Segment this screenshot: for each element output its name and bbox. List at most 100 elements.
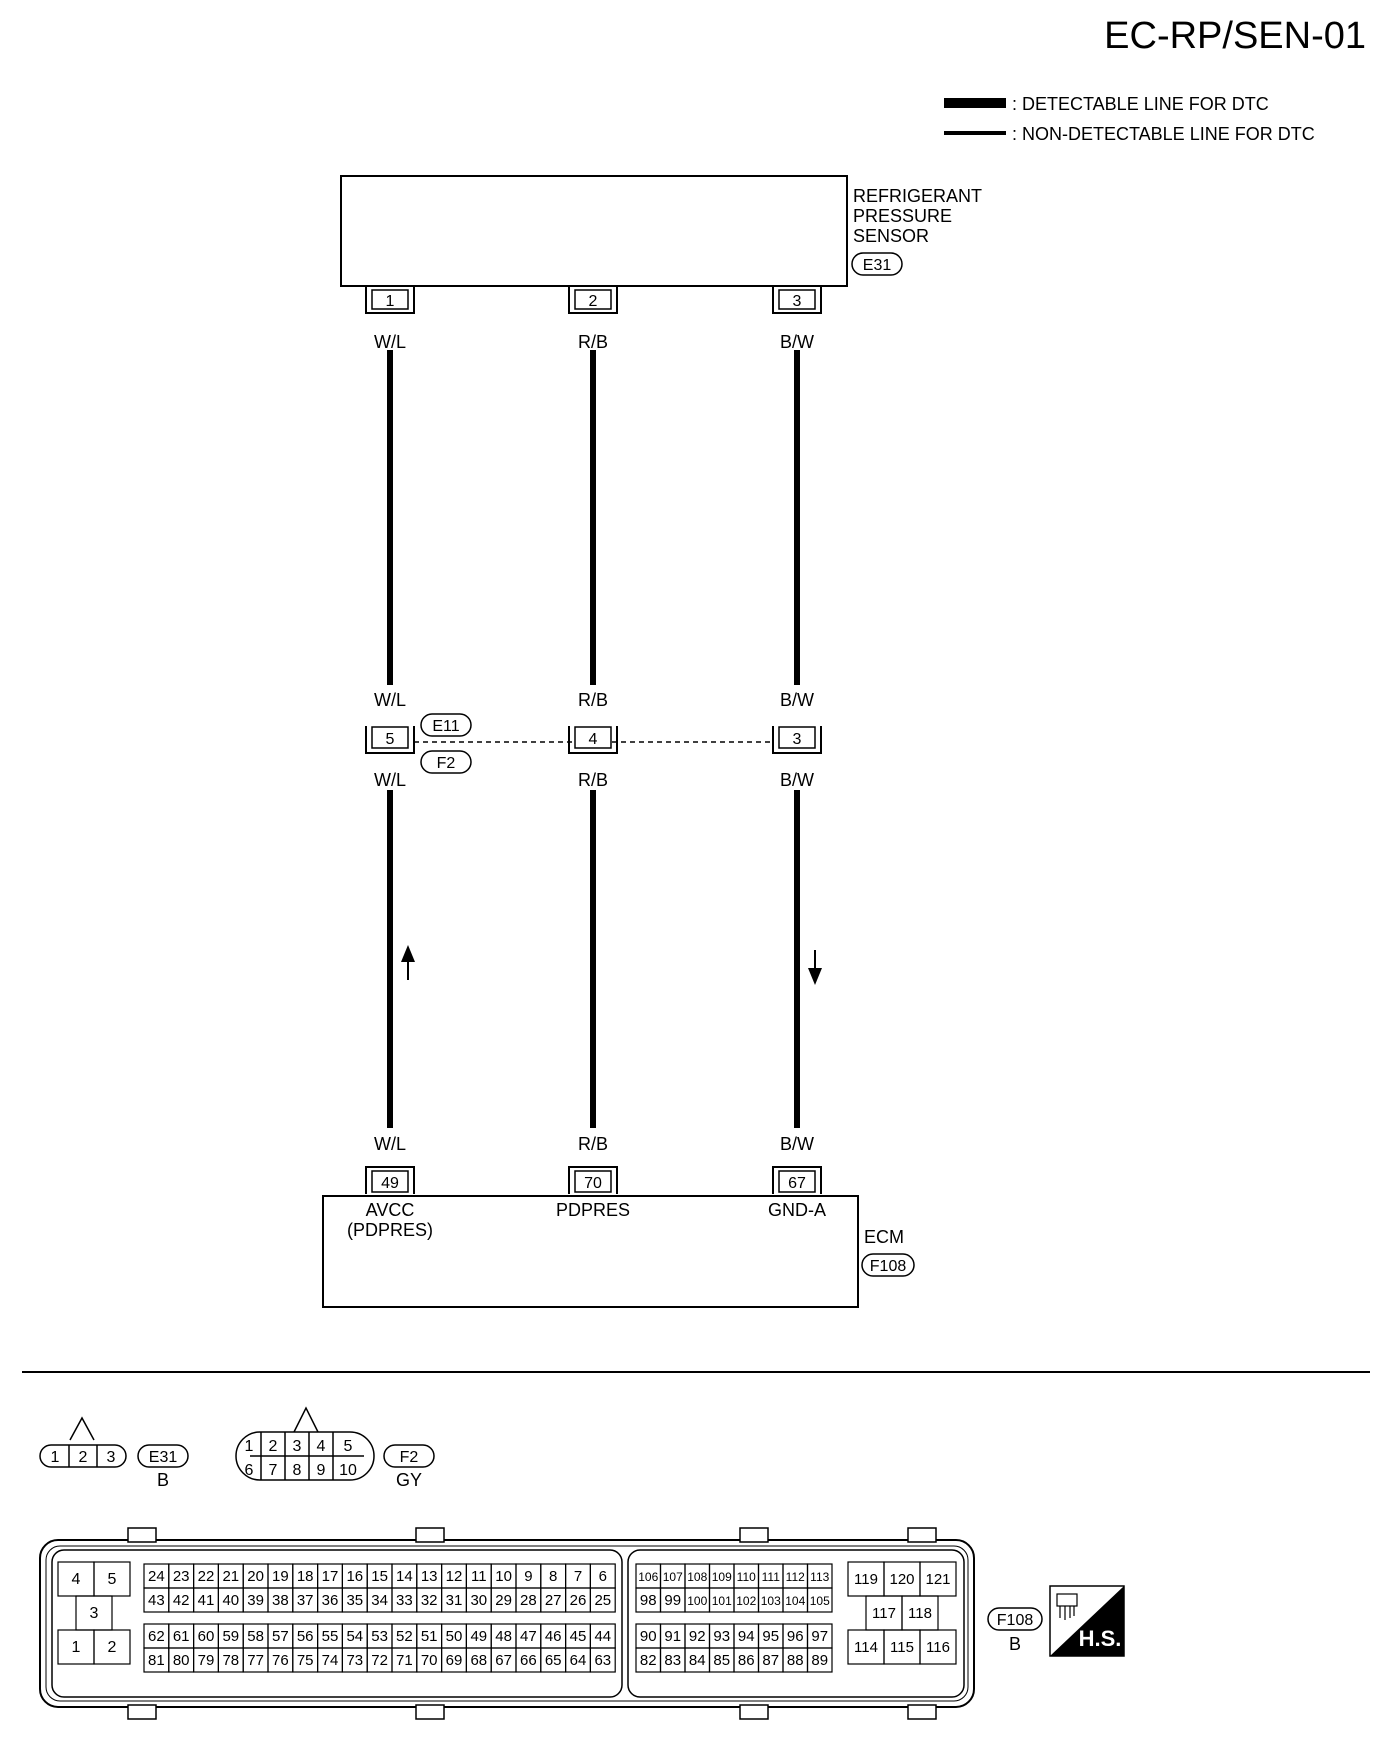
f108-cavity-label: 76 xyxy=(272,1652,289,1669)
f108-color: B xyxy=(1009,1634,1021,1654)
f108-cavity-label: 105 xyxy=(810,1594,830,1608)
f108-cavity-label: 103 xyxy=(761,1594,781,1608)
joint-pin-3-label: 3 xyxy=(793,731,802,748)
f108-cavity-label: 26 xyxy=(570,1592,587,1609)
f108-cavity-label: 24 xyxy=(148,1568,165,1585)
legend-thin-label: : NON-DETECTABLE LINE FOR DTC xyxy=(1012,124,1315,144)
f108-block-frame-left xyxy=(51,1549,623,1698)
ecm-terminal-avcc-sub: (PDPRES) xyxy=(347,1220,433,1240)
f108-cavity-label: 75 xyxy=(297,1652,314,1669)
f108-cavity-label: 89 xyxy=(811,1652,828,1669)
f108-cavity-label: 17 xyxy=(322,1568,339,1585)
f108-cavity-label: 69 xyxy=(446,1652,463,1669)
f108-cavity-label: 14 xyxy=(396,1568,413,1585)
f108-cavity-label: 110 xyxy=(737,1570,756,1584)
connector-plug-icon xyxy=(1056,1593,1078,1620)
wire-color-label-bottom: R/B xyxy=(578,1134,608,1154)
f108-cavity-label: 23 xyxy=(173,1568,190,1585)
f2-face xyxy=(235,1431,375,1481)
harness-side-badge: H.S. xyxy=(1049,1585,1125,1657)
e31-pin-label: 3 xyxy=(107,1449,116,1466)
f108-cavity-label: 33 xyxy=(396,1592,413,1609)
f108-cavity-label: 1 xyxy=(72,1639,81,1656)
f108-cavity-label: 112 xyxy=(786,1570,805,1584)
f108-cavity-label: 70 xyxy=(421,1652,438,1669)
f108-cavity-label: 29 xyxy=(495,1592,512,1609)
wire-color-label-joint-upper: W/L xyxy=(374,690,406,710)
diagram-id: EC-RP/SEN-01 xyxy=(1104,15,1366,57)
ecm-pin-70 xyxy=(574,1170,612,1193)
legend-thin-swatch xyxy=(944,131,1006,135)
f2-color: GY xyxy=(396,1470,422,1490)
f108-id: F108 xyxy=(997,1612,1034,1629)
f108-cavity-label: 118 xyxy=(908,1605,932,1622)
f108-cavity-label: 15 xyxy=(371,1568,388,1585)
wire-w-l: 1 W/L W/L 5 W/L W/L 49 xyxy=(365,286,415,1194)
sensor-pin-1 xyxy=(371,289,409,310)
f108-cavity-label: 56 xyxy=(297,1628,314,1645)
f108-locking-tabs xyxy=(127,1527,937,1720)
joint-pin-5-label: 5 xyxy=(386,731,395,748)
f108-cavity-label: 59 xyxy=(222,1628,239,1645)
f108-cavity-label: 77 xyxy=(247,1652,264,1669)
f108-cavity-label: 11 xyxy=(471,1568,487,1585)
hs-badge-label: H.S. xyxy=(1079,1626,1122,1651)
f108-cavity-label: 111 xyxy=(762,1570,781,1584)
f108-cavity-label: 92 xyxy=(689,1628,706,1645)
f108-cavity-label: 107 xyxy=(663,1570,683,1584)
f108-cavity-label: 52 xyxy=(396,1628,413,1645)
f108-cavity-label: 8 xyxy=(549,1568,557,1585)
f108-cavity-label: 25 xyxy=(594,1592,611,1609)
f108-cavity-label: 120 xyxy=(889,1571,914,1588)
f108-cavity xyxy=(93,1629,131,1665)
ecm: AVCC (PDPRES) PDPRES GND-A ECM F108 xyxy=(322,1195,915,1308)
f108-cavity-label: 3 xyxy=(90,1605,99,1622)
f108-cavity xyxy=(589,1647,616,1673)
f108-cavity-label: 117 xyxy=(872,1605,896,1622)
f108-cavity-label: 74 xyxy=(322,1652,339,1669)
f108-cavity-label: 82 xyxy=(640,1652,657,1669)
f108-cavity-label: 45 xyxy=(570,1628,587,1645)
f108-cavity-label: 88 xyxy=(787,1652,804,1669)
f108-cavity-label: 96 xyxy=(787,1628,804,1645)
hs-badge-fill xyxy=(1050,1586,1124,1656)
wire-color-label-joint-upper: B/W xyxy=(780,690,814,710)
f108-cavity-label: 42 xyxy=(173,1592,190,1609)
wire-r-b: 2 R/B R/B 4 R/B R/B 70 xyxy=(568,286,618,1194)
connector-key-icon xyxy=(69,1416,95,1441)
f108-cavity-label: 18 xyxy=(297,1568,314,1585)
f108-cavity xyxy=(919,1629,957,1665)
f108-cavity-label: 61 xyxy=(173,1628,190,1645)
e31-pin-label: 1 xyxy=(51,1449,60,1466)
f108-cavity-label: 10 xyxy=(495,1568,512,1585)
ecm-terminal-avcc: AVCC xyxy=(366,1200,415,1220)
f108-cavity-label: 16 xyxy=(346,1568,363,1585)
f108-cavity-label: 72 xyxy=(371,1652,388,1669)
f108-cavity-label: 84 xyxy=(689,1652,706,1669)
f108-cavity-label: 37 xyxy=(297,1592,314,1609)
sensor-body xyxy=(340,175,848,287)
ecm-pin-67-label: 67 xyxy=(788,1175,806,1192)
legend: : DETECTABLE LINE FOR DTC : NON-DETECTAB… xyxy=(944,94,1315,144)
f108-cavity-label: 44 xyxy=(594,1628,611,1645)
f108-cavity xyxy=(806,1647,833,1673)
f108-cavity-label: 30 xyxy=(470,1592,487,1609)
ecm-terminal-gnd-a: GND-A xyxy=(768,1200,826,1220)
f108-cavity-label: 104 xyxy=(785,1594,805,1608)
f108-cavity-label: 101 xyxy=(712,1594,732,1608)
f108-cavity-label: 19 xyxy=(272,1568,289,1585)
f108-cavity-label: 100 xyxy=(687,1594,707,1608)
joint-pin-4 xyxy=(574,726,612,749)
f108-id-badge xyxy=(987,1607,1043,1631)
f108-cavity-label: 97 xyxy=(811,1628,828,1645)
f108-cavity-label: 35 xyxy=(346,1592,363,1609)
f2-pin-label: 5 xyxy=(344,1438,353,1455)
f108-cavity-label: 49 xyxy=(470,1628,487,1645)
connector-view-e31: 1 2 3 E31 B xyxy=(39,1416,189,1490)
f108-cavity-label: 53 xyxy=(371,1628,388,1645)
arrow-down-head-icon xyxy=(808,968,822,985)
wire-b-w: 3 B/W B/W 3 B/W B/W 67 xyxy=(772,286,822,1194)
sensor-pin-3 xyxy=(778,289,816,310)
f108-cavity-label: 99 xyxy=(664,1592,681,1609)
